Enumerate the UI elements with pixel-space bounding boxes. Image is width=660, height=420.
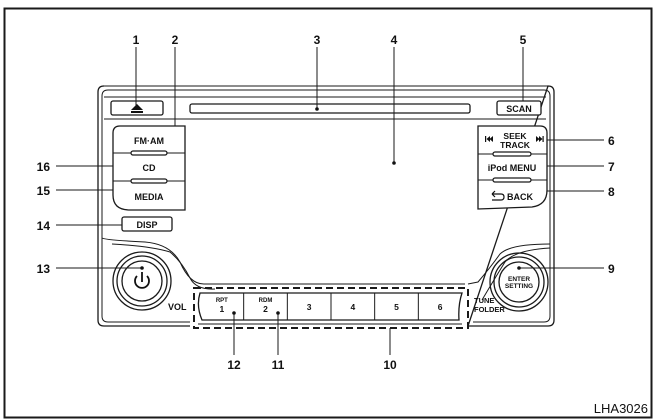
preset-button-6[interactable]: 6 [417, 293, 443, 320]
enter-label: ENTER [508, 276, 530, 283]
skip-forward-icon [536, 136, 544, 142]
callout-3: 3 [314, 33, 321, 47]
fm-am-button[interactable]: FM·AM [134, 136, 164, 146]
callouts: 1 2 3 4 5 6 7 8 9 10 11 12 13 14 [37, 33, 615, 372]
callout-1: 1 [133, 33, 140, 47]
back-label: BACK [507, 192, 533, 202]
disp-label: DISP [136, 220, 157, 230]
power-icon [134, 272, 150, 289]
callout-16: 16 [37, 160, 51, 174]
callout-12: 12 [227, 358, 241, 372]
preset-number: 6 [438, 302, 443, 312]
enter-setting-knob[interactable]: ENTER SETTING [489, 252, 549, 312]
figure-code: LHA3026 [594, 401, 648, 416]
preset-sub-label: RDM [259, 298, 273, 304]
callout-13: 13 [37, 262, 51, 276]
preset-number: 4 [350, 302, 355, 312]
folder-label: FOLDER [474, 305, 505, 314]
bezel-outer [97, 85, 555, 327]
track-label: TRACK [500, 140, 531, 150]
skip-back-icon [485, 136, 493, 142]
cd-slot[interactable] [189, 103, 471, 114]
eject-icon [131, 104, 143, 113]
setting-label: SETTING [505, 283, 533, 290]
callout-6: 6 [608, 134, 615, 148]
preset-button-4[interactable]: 4 [330, 293, 355, 320]
preset-number: 2 [263, 304, 268, 314]
figure-frame [3, 7, 653, 419]
eject-button[interactable] [110, 100, 164, 116]
vol-label: VOL [168, 302, 187, 312]
left-contour-inner [111, 243, 216, 290]
cd-button[interactable]: CD [143, 163, 156, 173]
media-button[interactable]: MEDIA [135, 192, 165, 202]
callout-7: 7 [608, 160, 615, 174]
tune-label: TUNE [474, 296, 494, 305]
right-control-buttons: SEEK TRACK iPod MENU BACK [477, 125, 548, 210]
preset-number: 5 [394, 302, 399, 312]
callout-11: 11 [272, 358, 285, 372]
preset-number: 3 [307, 302, 312, 312]
callout-15: 15 [37, 184, 51, 198]
preset-number: 1 [219, 304, 224, 314]
scan-button[interactable]: SCAN [496, 100, 542, 116]
callout-14: 14 [37, 219, 51, 233]
return-arrow-icon [491, 190, 505, 201]
power-volume-knob[interactable] [112, 251, 172, 311]
left-source-buttons: FM·AM CD MEDIA [112, 125, 186, 211]
ipod-menu-button[interactable]: iPod MENU [488, 163, 537, 173]
left-contour [101, 237, 465, 285]
scan-label: SCAN [506, 104, 532, 114]
seek-track-button[interactable]: SEEK TRACK [485, 131, 544, 150]
callout-10: 10 [383, 358, 397, 372]
right-contour [467, 243, 551, 285]
preset-highlight-box [193, 287, 469, 329]
preset-sub-label: RPT [216, 298, 228, 304]
callout-4: 4 [391, 33, 398, 47]
preset-button-5[interactable]: 5 [374, 293, 399, 320]
callout-2: 2 [172, 33, 179, 47]
callout-5: 5 [520, 33, 527, 47]
callout-8: 8 [608, 185, 615, 199]
disp-button[interactable]: DISP [121, 216, 173, 232]
callout-9: 9 [608, 262, 615, 276]
seek-label: SEEK [503, 131, 527, 141]
back-button[interactable]: BACK [491, 190, 533, 202]
preset-button-3[interactable]: 3 [286, 293, 312, 320]
bezel-inner [101, 89, 551, 323]
